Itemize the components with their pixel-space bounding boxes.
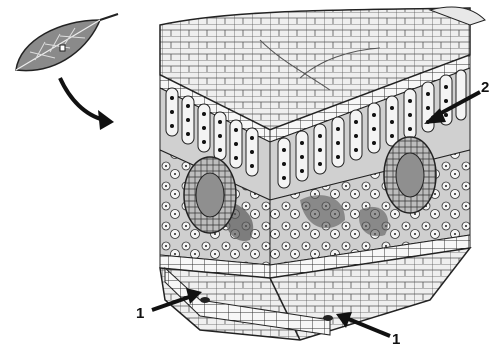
leaf-icon [16, 14, 118, 71]
label-lower-right: 1 [392, 331, 400, 348]
stoma-right [323, 315, 333, 321]
label-lower-left: 1 [136, 305, 144, 322]
label-upper-right: 2 [481, 79, 489, 96]
curved-arrow-icon [60, 78, 114, 130]
vascular-bundle-left [184, 157, 236, 233]
stoma-left [200, 297, 210, 303]
vascular-bundle-right [384, 137, 436, 213]
